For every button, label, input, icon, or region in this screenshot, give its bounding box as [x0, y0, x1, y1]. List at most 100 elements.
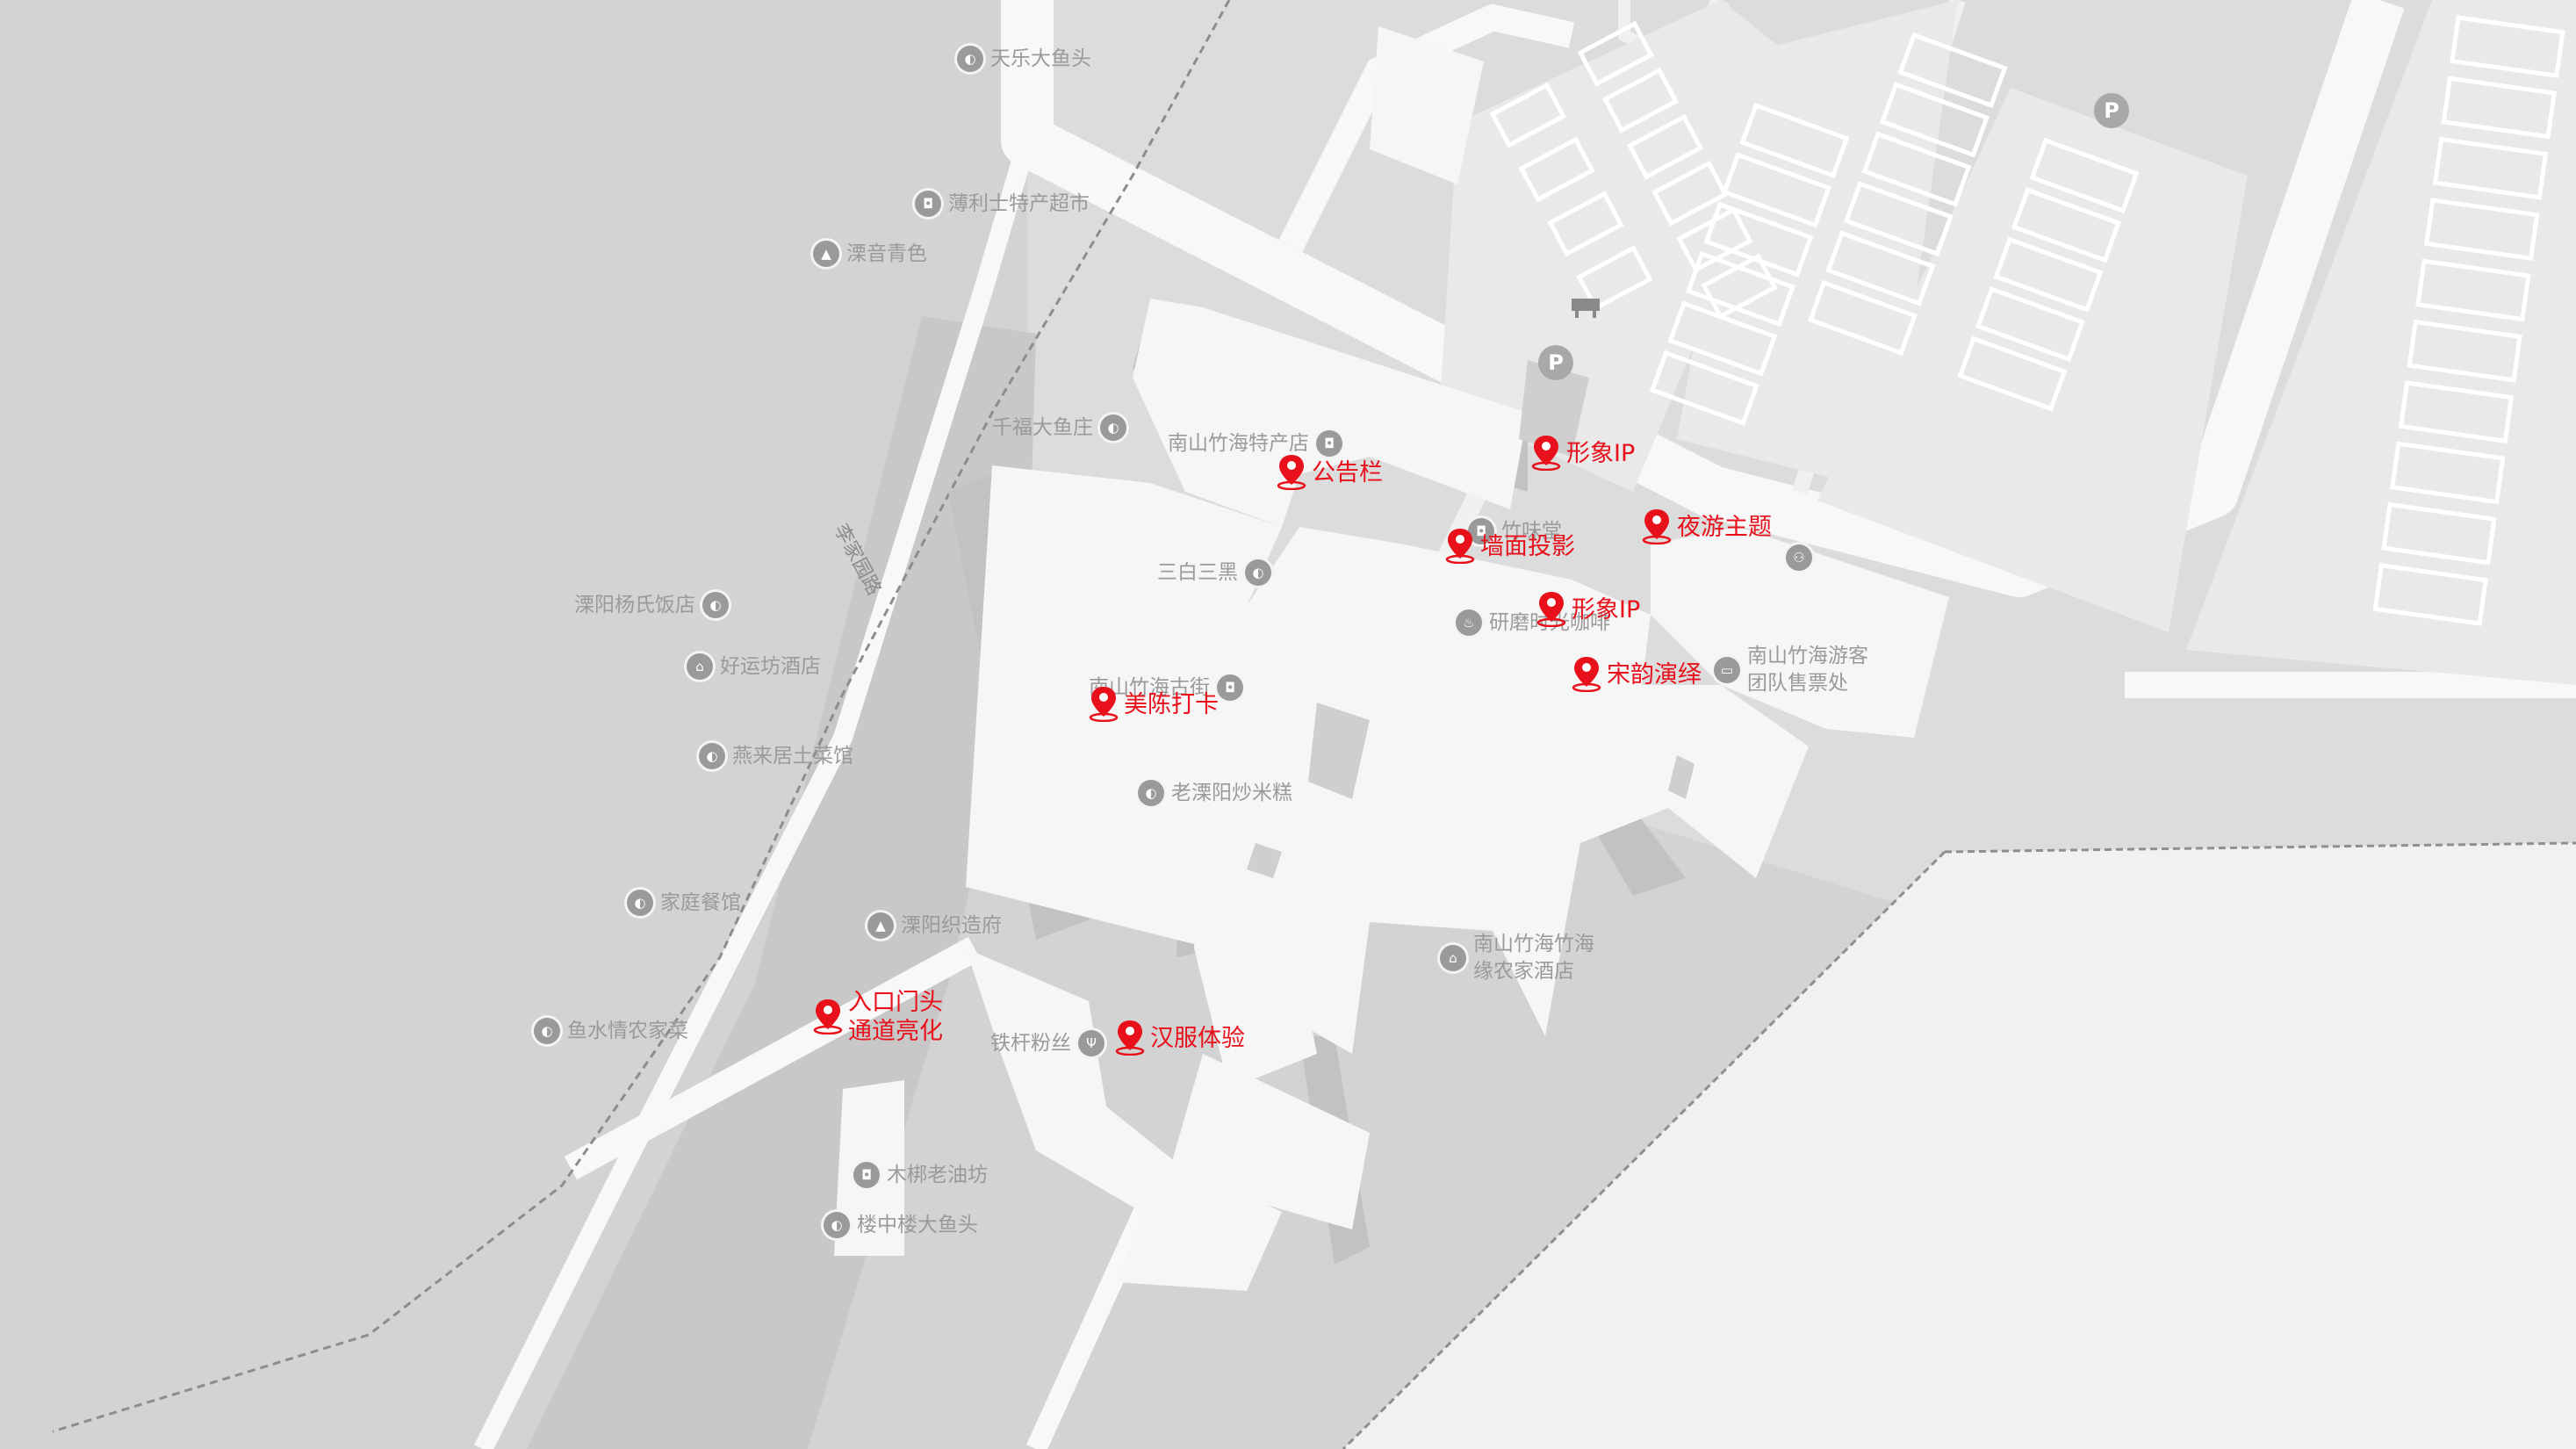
map-pin-icon: [1572, 657, 1601, 692]
poi-tianle[interactable]: ◐ 天乐大鱼头: [957, 46, 1091, 72]
shopping-icon: ◘: [1217, 674, 1243, 701]
highlight-label: 公告栏: [1312, 459, 1383, 487]
poi-label: 天乐大鱼头: [990, 47, 1091, 70]
highlight-xingxiang-1[interactable]: 形象IP: [1531, 434, 1635, 471]
poi-yushuiqing[interactable]: ◐ 鱼水情农家菜: [534, 1018, 688, 1044]
parking-symbol-north: P: [2104, 98, 2119, 123]
highlight-label: 汉服体验: [1150, 1025, 1245, 1052]
poi-zhizaofu[interactable]: ▲ 溧阳织造府: [867, 912, 1002, 939]
shopping-icon: ◘: [915, 191, 941, 217]
poi-label: 鱼水情农家菜: [567, 1019, 688, 1042]
poi-label: 研磨时光咖啡: [1489, 610, 1610, 634]
hotel-icon: ⌂: [1440, 945, 1466, 971]
restaurant-icon: ◐: [1138, 780, 1164, 806]
highlight-label: 美陈打卡: [1124, 691, 1219, 718]
parking-icon-north[interactable]: P: [2094, 93, 2129, 128]
poi-yinchang[interactable]: ⌂ 南山竹海竹海缘农家酒店: [1440, 934, 1594, 982]
scenic-icon: ▲: [867, 912, 894, 939]
hotel-icon: ⌂: [687, 653, 713, 680]
poi-ticket[interactable]: ▭ 南山竹海游客团队售票处: [1714, 646, 1868, 694]
poi-qianfu[interactable]: ◐ 千福大鱼庄: [992, 415, 1126, 441]
restaurant-icon: ◐: [699, 743, 725, 769]
map-pin-icon: [1089, 687, 1119, 722]
poi-label-line1: 南山竹海竹海: [1473, 933, 1594, 955]
highlight-label: 形象IP: [1566, 440, 1636, 467]
poi-yanlai[interactable]: ◐ 燕来居土菜馆: [699, 743, 853, 769]
poi-label: 楼中楼大鱼头: [857, 1213, 978, 1236]
highlight-label: 夜游主题: [1677, 514, 1772, 541]
highlight-rukou[interactable]: 入口门头通道亮化: [813, 991, 943, 1043]
scenic-icon: ▲: [813, 241, 839, 267]
parking-icon-center[interactable]: P: [1538, 345, 1573, 380]
poi-liyin[interactable]: ▲ 溧音青色: [813, 241, 927, 267]
cafe-icon: ♨: [1456, 609, 1482, 636]
restaurant-icon: ◐: [824, 1212, 850, 1238]
map-pin-icon: [1642, 509, 1672, 544]
poi-label: 老溧阳炒米糕: [1171, 781, 1292, 804]
poi-jiating[interactable]: ◐ 家庭餐馆: [627, 890, 741, 916]
toilet-icon: ⚇: [1786, 544, 1812, 571]
poi-label: 木梆老油坊: [887, 1163, 988, 1186]
poi-mubang[interactable]: ◘ 木梆老油坊: [853, 1162, 988, 1188]
highlight-label: 形象IP: [1572, 596, 1641, 624]
poi-label: 家庭餐馆: [660, 890, 741, 914]
restaurant-icon: ◐: [627, 890, 653, 916]
poi-nanshan-street[interactable]: ◘ 南山竹海古街: [1089, 674, 1243, 701]
map-pin-icon: [1277, 455, 1306, 490]
highlight-qiangmian[interactable]: 墙面投影: [1445, 527, 1575, 564]
ticket-icon: ▭: [1714, 657, 1740, 683]
poi-label-line1: 南山竹海游客: [1747, 645, 1868, 667]
poi-label-line2: 缘农家酒店: [1473, 960, 1574, 983]
parking-symbol-center: P: [1548, 350, 1564, 375]
poi-label: 溧阳织造府: [901, 913, 1002, 937]
poi-label: 溧音青色: [846, 242, 927, 265]
highlight-label: 宋韵演绎: [1607, 661, 1702, 688]
poi-yanmo[interactable]: ♨ 研磨时光咖啡: [1456, 609, 1610, 636]
poi-label: 溧阳杨氏饭店: [574, 593, 695, 616]
highlight-yeyou[interactable]: 夜游主题: [1642, 508, 1772, 544]
map-pin-icon: [813, 999, 843, 1034]
poi-label: 竹味堂: [1501, 519, 1562, 543]
map-pin-icon: [1445, 529, 1475, 564]
shopping-icon: ◘: [853, 1162, 880, 1188]
map-pin-icon: [1115, 1020, 1145, 1056]
highlight-xingxiang-2[interactable]: 形象IP: [1536, 590, 1640, 627]
poi-label-line2: 团队售票处: [1747, 672, 1848, 695]
highlight-meichen[interactable]: 美陈打卡: [1089, 685, 1219, 722]
highlight-hanfu[interactable]: 汉服体验: [1115, 1019, 1245, 1056]
poi-haoyun-hotel[interactable]: ⌂ 好运坊酒店: [687, 653, 821, 680]
shopping-icon: ◘: [1316, 430, 1342, 457]
poi-shuiwei[interactable]: ◘竹味堂: [1468, 518, 1562, 544]
poi-toilet[interactable]: ⚇: [1786, 544, 1812, 571]
map-pin-icon: [1531, 436, 1561, 471]
poi-nanshan-shop[interactable]: ◘ 南山竹海特产店: [1168, 430, 1342, 457]
toll-gate-icon: [1572, 299, 1600, 318]
restaurant-icon: ◐: [957, 46, 983, 72]
restaurant-icon: ◐: [1100, 415, 1126, 441]
poi-label: 好运坊酒店: [720, 654, 821, 678]
restaurant-icon: ◐: [1245, 559, 1271, 586]
poi-label: 铁杆粉丝: [990, 1031, 1071, 1055]
poi-label: 南山竹海古街: [1089, 675, 1210, 699]
poi-label: 千福大鱼庄: [992, 415, 1093, 439]
poi-label: 三白三黑: [1157, 560, 1238, 584]
open-area-east: [1343, 843, 2576, 1449]
highlight-songyun[interactable]: 宋韵演绎: [1572, 655, 1702, 692]
poi-label: 薄利士特产超市: [948, 191, 1090, 215]
restaurant-icon: ◐: [702, 592, 729, 618]
poi-label: 南山竹海特产店: [1168, 431, 1309, 455]
highlight-label-line2: 通道亮化: [848, 1018, 943, 1045]
highlight-label: 墙面投影: [1480, 533, 1575, 560]
restaurant-icon: ◐: [534, 1018, 560, 1044]
highlight-gonggaolan[interactable]: 公告栏: [1277, 453, 1383, 490]
poi-bolishi[interactable]: ◘ 薄利士特产超市: [915, 191, 1090, 217]
poi-yangshi[interactable]: ◐ 溧阳杨氏饭店: [574, 592, 729, 618]
poi-label: 燕来居土菜馆: [732, 744, 853, 768]
poi-sanbai[interactable]: ◐ 三白三黑: [1157, 559, 1271, 586]
poi-louzhonglou[interactable]: ◐ 楼中楼大鱼头: [824, 1212, 978, 1238]
highlight-label-line1: 入口门头: [848, 989, 943, 1016]
poi-chaomigao[interactable]: ◐ 老溧阳炒米糕: [1138, 780, 1292, 806]
